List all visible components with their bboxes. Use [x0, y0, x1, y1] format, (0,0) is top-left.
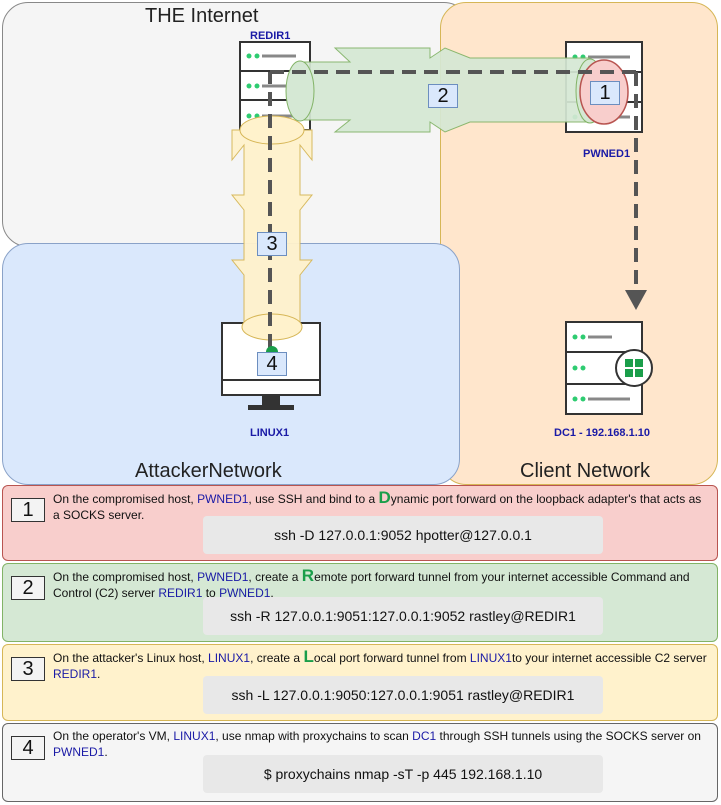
step-description: On the compromised host, PWNED1, create … — [53, 566, 690, 600]
step-panel-2: 2 On the compromised host, PWNED1, creat… — [2, 563, 718, 642]
command-box: ssh -L 127.0.0.1:9050:127.0.0.1:9051 ras… — [203, 676, 603, 714]
dashed-traffic-path — [268, 70, 638, 370]
arrow-down-icon — [625, 290, 647, 310]
marker-3: 3 — [257, 232, 287, 256]
marker-1: 1 — [590, 81, 620, 105]
step-description: On the attacker's Linux host, LINUX1, cr… — [53, 647, 707, 681]
marker-4: 4 — [257, 352, 287, 376]
step-number: 3 — [11, 657, 45, 681]
network-diagram — [221, 41, 653, 415]
windows-logo-icon — [615, 349, 653, 387]
step-description: On the compromised host, PWNED1, use SSH… — [53, 488, 702, 522]
host-label-dc1: DC1 - 192.168.1.10 — [554, 427, 651, 439]
step-panel-3: 3 On the attacker's Linux host, LINUX1, … — [2, 644, 718, 721]
command-box: ssh -D 127.0.0.1:9052 hpotter@127.0.0.1 — [203, 516, 603, 554]
zone-label-internet: THE Internet — [145, 5, 259, 27]
step-panel-4: 4 On the operator's VM, LINUX1, use nmap… — [2, 723, 718, 802]
host-label-linux1: LINUX1 — [250, 427, 290, 439]
marker-2: 2 — [428, 84, 458, 108]
step-description: On the operator's VM, LINUX1, use nmap w… — [53, 729, 701, 759]
step-number: 1 — [11, 498, 45, 522]
step-panel-1: 1 On the compromised host, PWNED1, use S… — [2, 485, 718, 561]
command-box: ssh -R 127.0.0.1:9051:127.0.0.1:9052 ras… — [203, 597, 603, 635]
step-number: 4 — [11, 736, 45, 760]
zone-label-attacker: AttackerNetwork — [135, 460, 282, 482]
command-box: $ proxychains nmap -sT -p 445 192.168.1.… — [203, 755, 603, 793]
host-label-redir1: REDIR1 — [250, 30, 291, 42]
zone-label-client: Client Network — [520, 460, 651, 482]
step-number: 2 — [11, 576, 45, 600]
host-label-pwned1: PWNED1 — [583, 148, 631, 160]
